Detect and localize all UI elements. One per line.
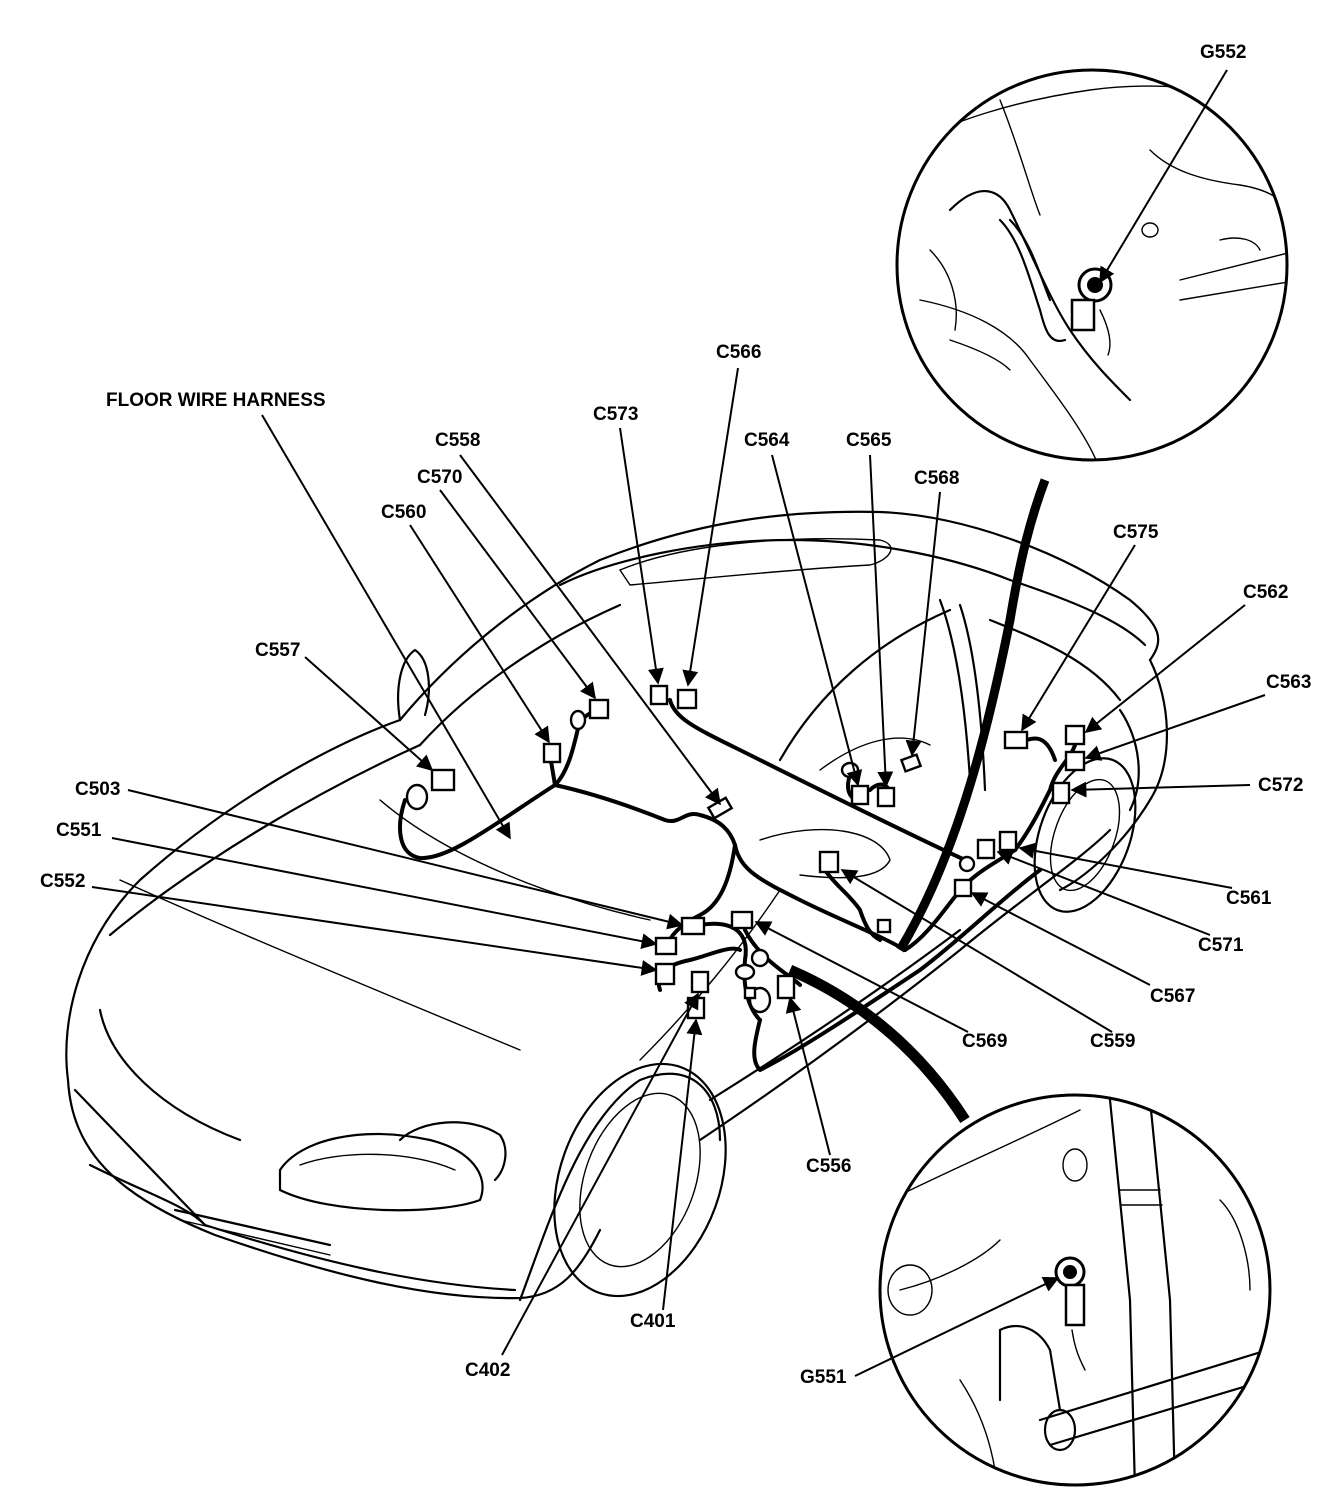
label-c551: C551 (56, 820, 102, 841)
label-c572: C572 (1258, 775, 1303, 796)
label-c562: C562 (1243, 582, 1288, 603)
label-c401: C401 (630, 1311, 676, 1332)
connector-c561 (998, 830, 1018, 852)
label-floor-wire-harness: FLOOR WIRE HARNESS (106, 390, 326, 411)
label-c565: C565 (846, 430, 892, 451)
label-c563: C563 (1266, 672, 1311, 693)
connector-c568 (899, 753, 923, 773)
connector-c560 (542, 742, 562, 764)
label-c503: C503 (75, 779, 120, 800)
label-c569: C569 (962, 1031, 1007, 1052)
connector-c557 (430, 768, 456, 792)
callout-labels: FLOOR WIRE HARNESS G552 G551 C566 C573 C… (40, 42, 1311, 1388)
connectors (405, 684, 1086, 1020)
connector-c564 (850, 784, 870, 806)
label-c570: C570 (417, 467, 462, 488)
label-c564: C564 (744, 430, 790, 451)
label-g552: G552 (1200, 42, 1246, 63)
connector-c572 (1051, 781, 1071, 805)
detail-circle-g552 (895, 68, 1289, 462)
connector-c552 (654, 962, 676, 986)
connector-c570 (588, 698, 610, 720)
connector-c575 (1003, 730, 1029, 750)
label-c567: C567 (1150, 986, 1195, 1007)
car-body (65, 510, 1169, 1302)
label-c556: C556 (806, 1156, 851, 1177)
label-c561: C561 (1226, 888, 1272, 909)
connector-c556 (776, 974, 796, 1000)
label-c559: C559 (1090, 1031, 1135, 1052)
connector-c562 (1064, 724, 1086, 746)
callout-leaders (91, 69, 1266, 1377)
connector-c571 (976, 838, 996, 860)
label-c560: C560 (381, 502, 426, 523)
label-c571: C571 (1198, 935, 1244, 956)
connector-c569 (730, 910, 754, 930)
label-c573: C573 (593, 404, 638, 425)
label-c575: C575 (1113, 522, 1159, 543)
connector-c559 (818, 850, 840, 874)
connector-c503 (680, 916, 706, 936)
label-c557: C557 (255, 640, 300, 661)
connector-c563 (1064, 750, 1086, 772)
grommet-c557 (405, 783, 429, 811)
detail-circle-g551 (878, 1093, 1272, 1487)
connector-c551 (654, 936, 678, 956)
label-c558: C558 (435, 430, 480, 451)
label-c552: C552 (40, 871, 85, 892)
label-c568: C568 (914, 468, 959, 489)
connector-c559b (876, 918, 892, 934)
label-c402: C402 (465, 1360, 510, 1381)
connector-c558 (706, 796, 734, 820)
connector-c402 (690, 970, 710, 994)
connector-c573 (649, 684, 669, 706)
connector-c566 (676, 688, 698, 710)
connector-c565 (876, 786, 896, 808)
label-g551: G551 (800, 1367, 847, 1388)
connector-c567 (953, 878, 973, 898)
label-c566: C566 (716, 342, 761, 363)
floor-wire-harness (398, 478, 1077, 1123)
